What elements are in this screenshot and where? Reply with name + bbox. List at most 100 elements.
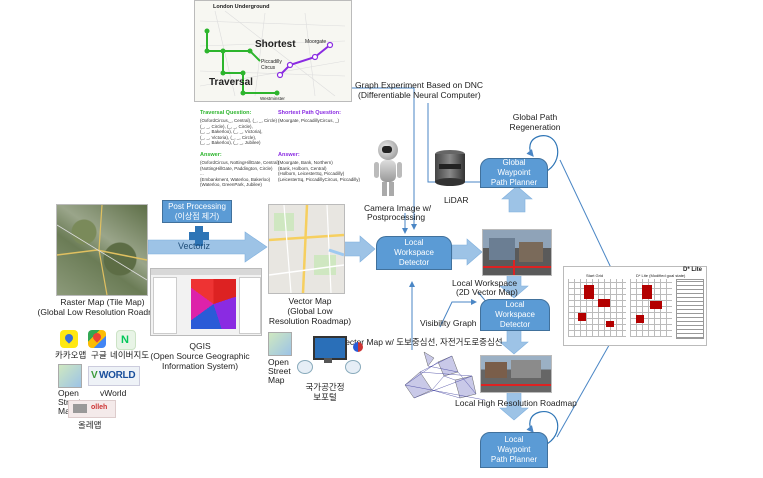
camera-label-line2: Postprocessing <box>367 212 426 222</box>
global-box-line1: Global <box>502 158 526 167</box>
post-processing-line2: (이상점 제거) <box>174 211 220 221</box>
osm-icon <box>58 364 82 388</box>
naver-label: 네이버지도 <box>110 350 150 360</box>
local-regeneration-loop <box>526 411 559 446</box>
tube-lines-svg <box>199 10 346 97</box>
vector-to-detector-arrow <box>342 235 376 263</box>
shortest-label: Shortest <box>255 39 296 50</box>
local-workspace-detector-bottom: Local Workspace Detector <box>480 299 550 331</box>
lp-line2: Waypoint <box>497 445 531 454</box>
vector-map-line1: Vector Map <box>288 296 332 306</box>
dstar-connector-bottom <box>556 339 613 438</box>
tq-line: (_, _, Circle), (_, _, Circle), <box>200 123 253 129</box>
qgis-label: QGIS (Open Source Geographic Information… <box>130 341 270 371</box>
dstar-panel1-title: Start Grid <box>586 273 604 278</box>
ldb-line3: Detector <box>499 320 531 329</box>
dnc-label-line2: (Differentiable Neural Computer) <box>358 90 481 100</box>
ldb-line2: Workspace <box>495 310 535 319</box>
visibility-line <box>439 299 477 328</box>
global-box-line3: Path Planner <box>490 178 538 187</box>
raster-roads <box>57 205 147 295</box>
shortest-route <box>279 44 331 76</box>
osm2-label-2: Street <box>268 366 291 376</box>
vector-map-label: Vector Map (Global Low Resolution Roadma… <box>265 296 355 326</box>
dnc-label-line1: Graph Experiment Based on DNC <box>355 80 484 90</box>
local-workspace-line1: Local Workspace <box>452 278 518 288</box>
national-line1: 국가공간정 <box>305 382 345 392</box>
station-moorgate: Moorgate <box>305 39 327 45</box>
vectoriz-arrow <box>147 231 268 263</box>
sa-line: (Bank, Holborn, Central) <box>278 165 327 171</box>
dstar-grid-1 <box>568 279 626 337</box>
ta-line: (OxfordCircus, NottingHillGate, Central) <box>200 160 280 165</box>
osm-label-1: Open <box>58 388 79 398</box>
dstar-lite-panel: D* Lite Start Grid D* Lite (Modified goa… <box>563 266 707 346</box>
visibility-graph-label: Visibility Graph <box>420 318 477 328</box>
sq-line: (Moorgate, PiccadillyCircus, _) <box>278 118 340 123</box>
google-label: 구글 <box>91 350 107 360</box>
vector-map-line2: (Global Low <box>287 306 333 316</box>
osm2-label-1: Open <box>268 357 289 367</box>
traversal-route-2 <box>207 50 261 62</box>
highres-down-arrow <box>499 389 529 421</box>
dnc-connector <box>325 87 417 230</box>
traversal-answer-lines: (OxfordCircus, NottingHillGate, Central)… <box>200 160 279 188</box>
detector-down-arrow <box>499 329 529 355</box>
shortest-answer-lines: (Moorgate, Bank, Northern) (Bank, Holbor… <box>278 160 360 182</box>
dstar-table <box>676 279 704 339</box>
lidar-label: LiDAR <box>444 195 469 205</box>
ldt-line3: Detector <box>398 258 430 267</box>
national-portal-image <box>295 330 365 378</box>
traversal-answer-title: Answer: <box>200 152 222 158</box>
local-waypoint-planner: Local Waypoint Path Planner <box>480 432 548 468</box>
local-workspace-detector-top: Local Workspace Detector <box>376 236 452 270</box>
tq-line: (OxfordCircus,_, Central), (_, _, Circle… <box>200 118 278 123</box>
ta-line: (Embankment, Waterloo, Bakerloo) <box>200 176 271 182</box>
dstar-connector-top <box>559 159 613 271</box>
osm2-icon <box>268 332 292 356</box>
traversal-question-lines: (OxfordCircus,_, Central), (_, _, Circle… <box>200 118 277 146</box>
ldt-line1: Local <box>404 238 424 247</box>
raster-line2: (Global Low Resolution Roadmap) <box>37 307 168 317</box>
vector-map-roads <box>269 205 344 293</box>
vworld-label: vWorld <box>100 388 127 398</box>
shortest-question-title: Shortest Path Question: <box>278 110 341 116</box>
lp-line1: Local <box>504 435 524 444</box>
dnc-to-global-line <box>427 103 498 185</box>
high-res-label: Local High Resolution Roadmap <box>455 398 577 408</box>
global-box-line2: Waypoint <box>497 168 531 177</box>
robot-image <box>372 140 402 198</box>
ldb-line1: Local <box>505 300 525 309</box>
google-maps-icon <box>88 330 106 348</box>
global-path-line1: Global Path <box>512 112 558 122</box>
visibility-graph-image <box>404 351 486 401</box>
post-processing-line1: Post Processing <box>168 201 226 211</box>
vector-map-image <box>268 204 345 294</box>
lp-line3: Path Planner <box>490 455 538 464</box>
dlaem-label: 올레맵 <box>78 420 102 430</box>
vworld-logo: WORLD V <box>88 366 140 386</box>
global-regeneration-loop <box>526 135 559 173</box>
ta-line: (NottingHillGate, Paddington, Circle) <box>200 165 273 171</box>
lidar-image <box>433 150 467 190</box>
tq-line: (_, _, Bakerloo), (_, _, Victoria), <box>200 129 263 135</box>
vector-map-line3: Resolution Roadmap) <box>268 316 352 326</box>
tq-line: (_, _, Victoria), (_, _, Circle), <box>200 134 257 140</box>
dstar-title: D* Lite <box>682 267 702 273</box>
national-portal-label: 국가공간정 보포털 <box>300 382 350 402</box>
local-workspace-line2: (2D Vector Map) <box>456 287 518 297</box>
qgis-screenshot <box>150 268 262 336</box>
raster-label: Raster Map (Tile Map) (Global Low Resolu… <box>25 297 180 317</box>
vector-map-w-label: Vector Map w/ 도보중심선, 자전거도로중심선 <box>340 337 503 347</box>
global-waypoint-planner: Global Waypoint Path Planner <box>480 158 548 188</box>
global-path-label: Global Path Regeneration <box>500 112 570 132</box>
qgis-line3: Information System) <box>161 361 239 371</box>
dstar-grid-2 <box>630 279 672 337</box>
qgis-line1: QGIS <box>189 341 211 351</box>
traversal-label: Traversal <box>209 77 253 88</box>
kakao-label: 카카오맵 <box>55 350 87 360</box>
station-piccadilly: Piccadilly Circus <box>261 59 282 71</box>
ldt-line2: Workspace <box>394 248 434 257</box>
shortest-answer-title: Answer: <box>278 152 300 158</box>
